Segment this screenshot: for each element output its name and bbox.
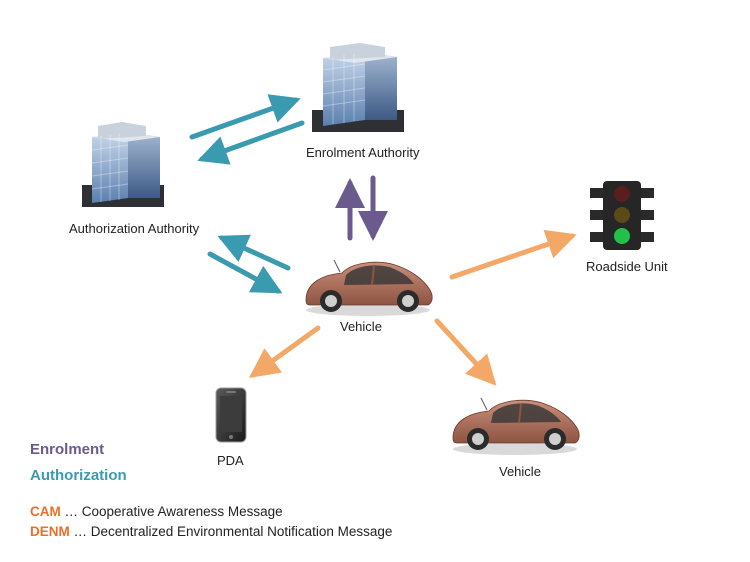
legend-authorization: Authorization [30,467,127,484]
legend-denm-abbr: DENM [30,524,70,539]
authorization-arrows [189,94,305,294]
arrow-aa-to-ea [189,94,301,140]
pda-phone-icon [215,387,247,443]
legend-cam-abbr: CAM [30,504,61,519]
arrow-vehicle-to-aa [217,234,291,271]
vehicle-secondary-icon [452,397,580,455]
pda-label: PDA [217,453,244,468]
arrow-vehicle-to-pda [248,325,321,378]
arrow-vehicle-to-vehicle [434,318,497,386]
authorization-authority-label: Authorization Authority [69,221,200,236]
roadside-unit-label: Roadside Unit [586,259,668,274]
arrow-aa-to-vehicle [207,251,283,294]
enrolment-arrows [335,175,388,241]
authorization-authority-building-icon [82,122,164,207]
legend-denm-text: … Decentralized Environmental Notificati… [69,524,393,539]
vehicle-secondary-label: Vehicle [499,464,541,479]
message-arrows [248,229,577,386]
legend-denm: DENM … Decentralized Environmental Notif… [30,524,392,539]
arrow-ea-to-aa [197,120,305,165]
enrolment-authority-building-icon [312,43,404,132]
vehicle-main-label: Vehicle [340,319,382,334]
legend-enrolment: Enrolment [30,441,105,458]
legend-cam-text: … Cooperative Awareness Message [60,504,283,519]
vehicle-main-icon [305,259,433,316]
traffic-light-icon [590,181,654,250]
arrow-vehicle-to-rsu [449,229,577,280]
enrolment-authority-label: Enrolment Authority [306,145,420,160]
legend-cam: CAM … Cooperative Awareness Message [30,504,283,519]
